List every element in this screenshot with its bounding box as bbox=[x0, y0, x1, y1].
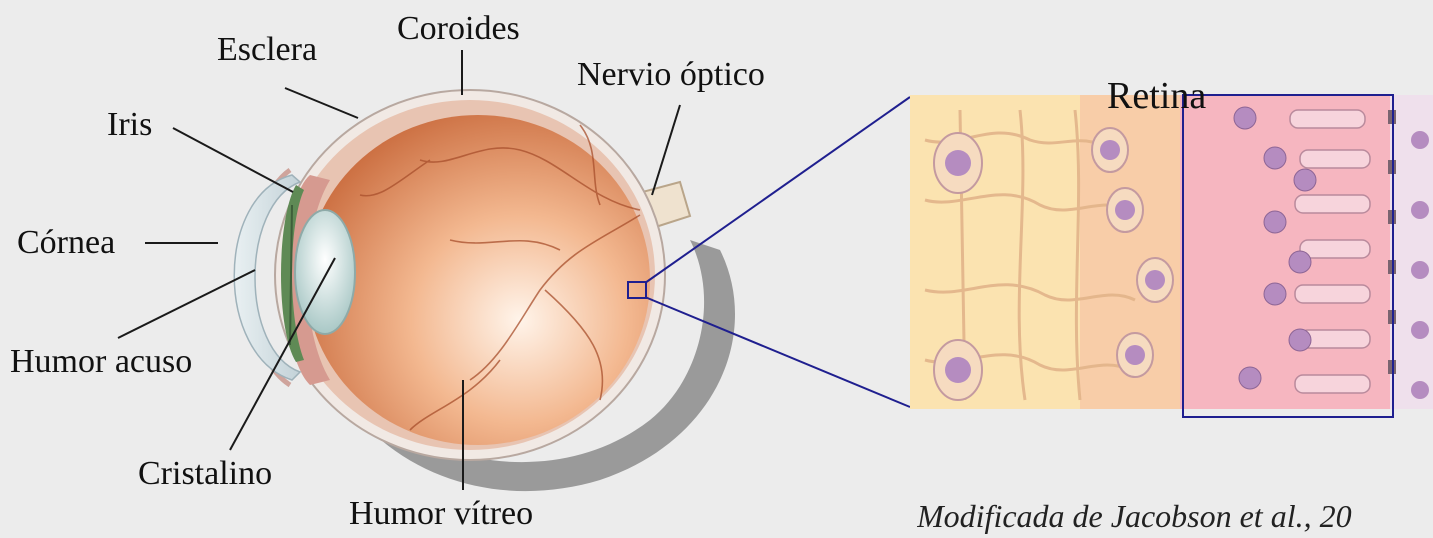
label-humor-acuoso: Humor acuso bbox=[10, 345, 192, 379]
label-coroides: Coroides bbox=[397, 12, 520, 46]
label-iris: Iris bbox=[107, 108, 152, 142]
retina-panel bbox=[910, 95, 1433, 409]
label-retina: Retina bbox=[1107, 77, 1206, 115]
vitreous-body bbox=[306, 115, 650, 445]
label-esclera: Esclera bbox=[217, 33, 317, 67]
label-nervio-optico: Nervio óptico bbox=[577, 58, 765, 92]
label-humor-vitreo: Humor vítreo bbox=[349, 497, 533, 531]
label-cornea: Córnea bbox=[17, 226, 115, 260]
figure-caption: Modificada de Jacobson et al., 20 bbox=[917, 498, 1433, 535]
zoom-line-top bbox=[645, 97, 910, 283]
label-cristalino: Cristalino bbox=[138, 457, 272, 491]
